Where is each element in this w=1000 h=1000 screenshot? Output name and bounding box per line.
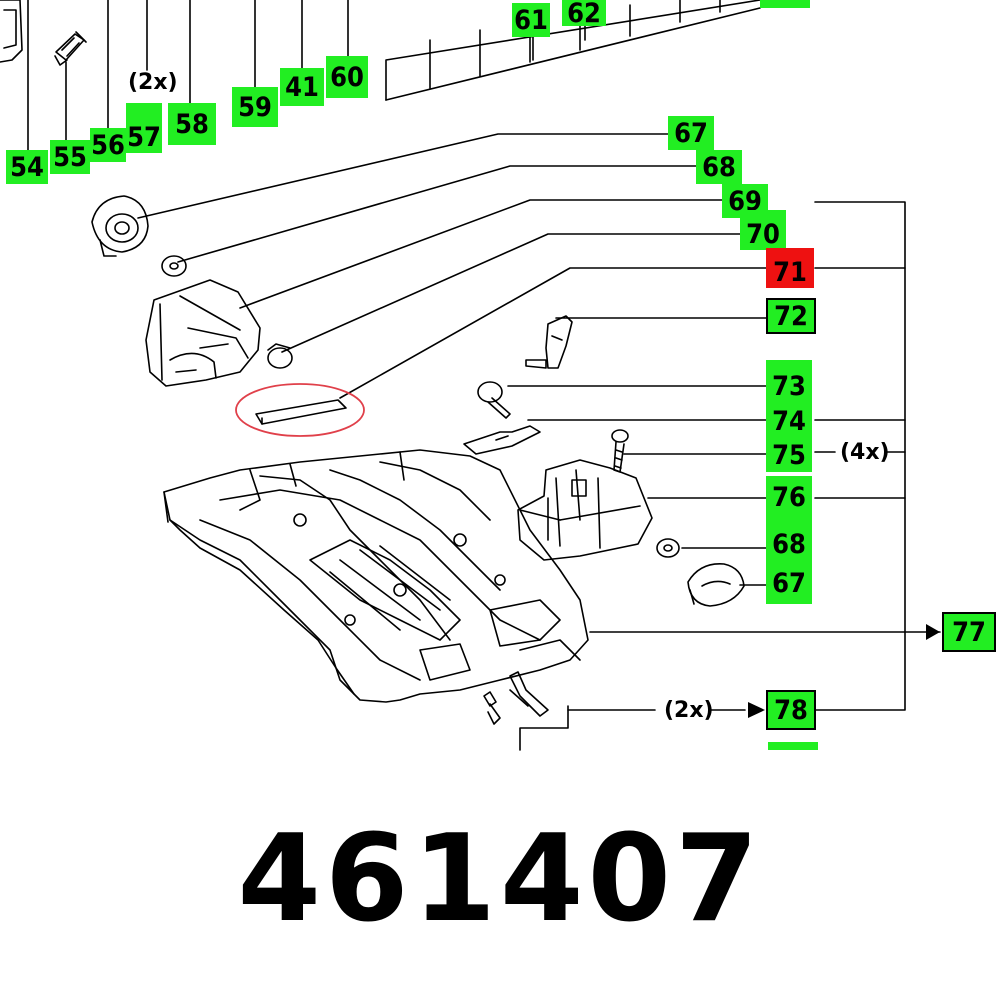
pin-78-drawing bbox=[483, 671, 549, 725]
base-plate-drawing bbox=[163, 449, 589, 703]
callout-71-highlighted: 71 bbox=[766, 248, 814, 288]
callout-61: 61 bbox=[512, 3, 550, 37]
callout-75: 75 bbox=[766, 438, 812, 472]
callout-55: 55 bbox=[50, 140, 90, 174]
callout-57: 57 bbox=[126, 103, 162, 153]
quantity-note-75: (4x) bbox=[840, 440, 890, 465]
callout-59: 59 bbox=[232, 87, 278, 127]
part-71-highlight bbox=[235, 383, 365, 437]
callout-76: 76 bbox=[766, 476, 812, 518]
quantity-note-78: (2x) bbox=[664, 698, 714, 723]
callout-58: 58 bbox=[168, 103, 216, 145]
screw-75-drawing bbox=[611, 429, 769, 473]
right-leader-lines bbox=[137, 133, 941, 751]
washer-68-upper bbox=[161, 255, 187, 277]
callout-74: 74 bbox=[766, 404, 812, 438]
callout-70: 70 bbox=[740, 210, 786, 250]
callout-54: 54 bbox=[6, 150, 48, 184]
part-71-drawing bbox=[255, 399, 347, 425]
top-leader-lines bbox=[27, 0, 586, 151]
callout-41: 41 bbox=[280, 68, 324, 106]
callout-56: 56 bbox=[90, 128, 126, 162]
callout-68-lower: 68 bbox=[766, 518, 812, 562]
quantity-note-57: (2x) bbox=[128, 70, 178, 95]
callout-67-lower: 67 bbox=[766, 562, 812, 604]
bolt-55-drawing bbox=[54, 31, 87, 141]
upper-assembly-fragment bbox=[0, 0, 761, 101]
callout-73: 73 bbox=[766, 360, 812, 404]
callout-62: 62 bbox=[562, 0, 606, 27]
bolt-73-drawing bbox=[477, 381, 511, 419]
callout-68-upper: 68 bbox=[696, 150, 742, 184]
callout-72: 72 bbox=[766, 298, 816, 334]
callout-77: 77 bbox=[942, 612, 996, 652]
bracket-69-drawing bbox=[145, 279, 261, 387]
callout-partial-bottom bbox=[768, 742, 818, 750]
lever-72-drawing bbox=[525, 315, 573, 369]
knob-67-lower bbox=[687, 563, 745, 607]
part-number: 461407 bbox=[237, 810, 763, 949]
callout-67-upper: 67 bbox=[668, 116, 714, 150]
knob-67-upper bbox=[91, 195, 149, 257]
washer-68-lower bbox=[656, 538, 680, 558]
bracket-76-drawing bbox=[517, 459, 653, 561]
cap-70-drawing bbox=[267, 343, 293, 369]
callout-78: 78 bbox=[766, 690, 816, 730]
arrow-heads bbox=[748, 624, 940, 718]
plate-74-drawing bbox=[463, 425, 541, 455]
callout-top-right-partial bbox=[760, 0, 810, 8]
callout-60: 60 bbox=[326, 56, 368, 98]
